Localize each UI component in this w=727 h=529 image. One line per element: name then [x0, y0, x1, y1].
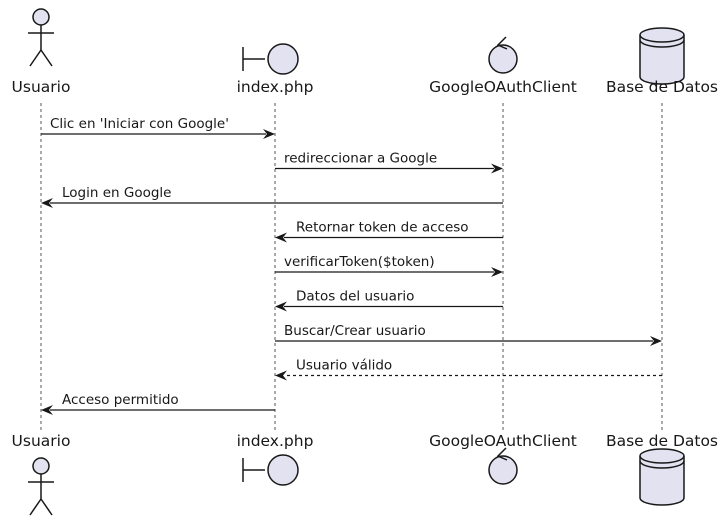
database-icon: [639, 27, 685, 85]
message-6: Datos del usuario: [275, 289, 503, 312]
arrowhead: [650, 336, 662, 346]
message-3: Login en Google: [41, 185, 503, 208]
message-9: Acceso permitido: [41, 392, 275, 415]
control-icon: [488, 447, 518, 485]
participant-label-index-top: index.php: [237, 78, 314, 96]
participant-label-index-bottom: index.php: [237, 432, 314, 450]
message-7: Buscar/Crear usuario: [275, 323, 662, 346]
actor-icon: [28, 457, 54, 516]
message-label: verificarToken($token): [284, 254, 435, 270]
message-label: Acceso permitido: [62, 392, 179, 408]
participant-label-usuario-bottom: Usuario: [12, 432, 71, 450]
participant-label-db-top: Base de Datos: [606, 78, 718, 96]
message-label: Buscar/Crear usuario: [284, 323, 426, 339]
participant-label-usuario-top: Usuario: [12, 78, 71, 96]
arrowhead: [275, 370, 287, 381]
participant-label-oauth-top: GoogleOAuthClient: [429, 78, 577, 96]
participant-label-db-bottom: Base de Datos: [606, 432, 718, 450]
message-5: verificarToken($token): [275, 254, 503, 277]
actor-icon: [28, 8, 54, 67]
arrowhead: [41, 198, 53, 208]
message-label: Datos del usuario: [296, 289, 414, 305]
participant-label-oauth-bottom: GoogleOAuthClient: [429, 432, 577, 450]
boundary-icon: [242, 454, 299, 486]
message-label: Usuario válido: [296, 358, 392, 374]
arrowhead: [491, 163, 503, 174]
message-label: Login en Google: [62, 185, 171, 201]
message-label: Retornar token de acceso: [296, 220, 469, 236]
message-4: Retornar token de acceso: [275, 220, 503, 243]
arrowhead: [263, 129, 275, 139]
arrowhead: [491, 267, 503, 277]
message-label: redireccionar a Google: [284, 151, 437, 167]
database-icon: [639, 448, 685, 506]
control-icon: [488, 36, 518, 74]
message-2: redireccionar a Google: [275, 151, 503, 174]
arrowhead: [41, 405, 53, 415]
arrowhead: [275, 301, 287, 312]
message-8: Usuario válido: [275, 358, 662, 381]
boundary-icon: [242, 43, 299, 75]
arrowhead: [275, 232, 287, 243]
message-label: Clic en 'Iniciar con Google': [50, 116, 229, 132]
message-1: Clic en 'Iniciar con Google': [41, 116, 275, 139]
